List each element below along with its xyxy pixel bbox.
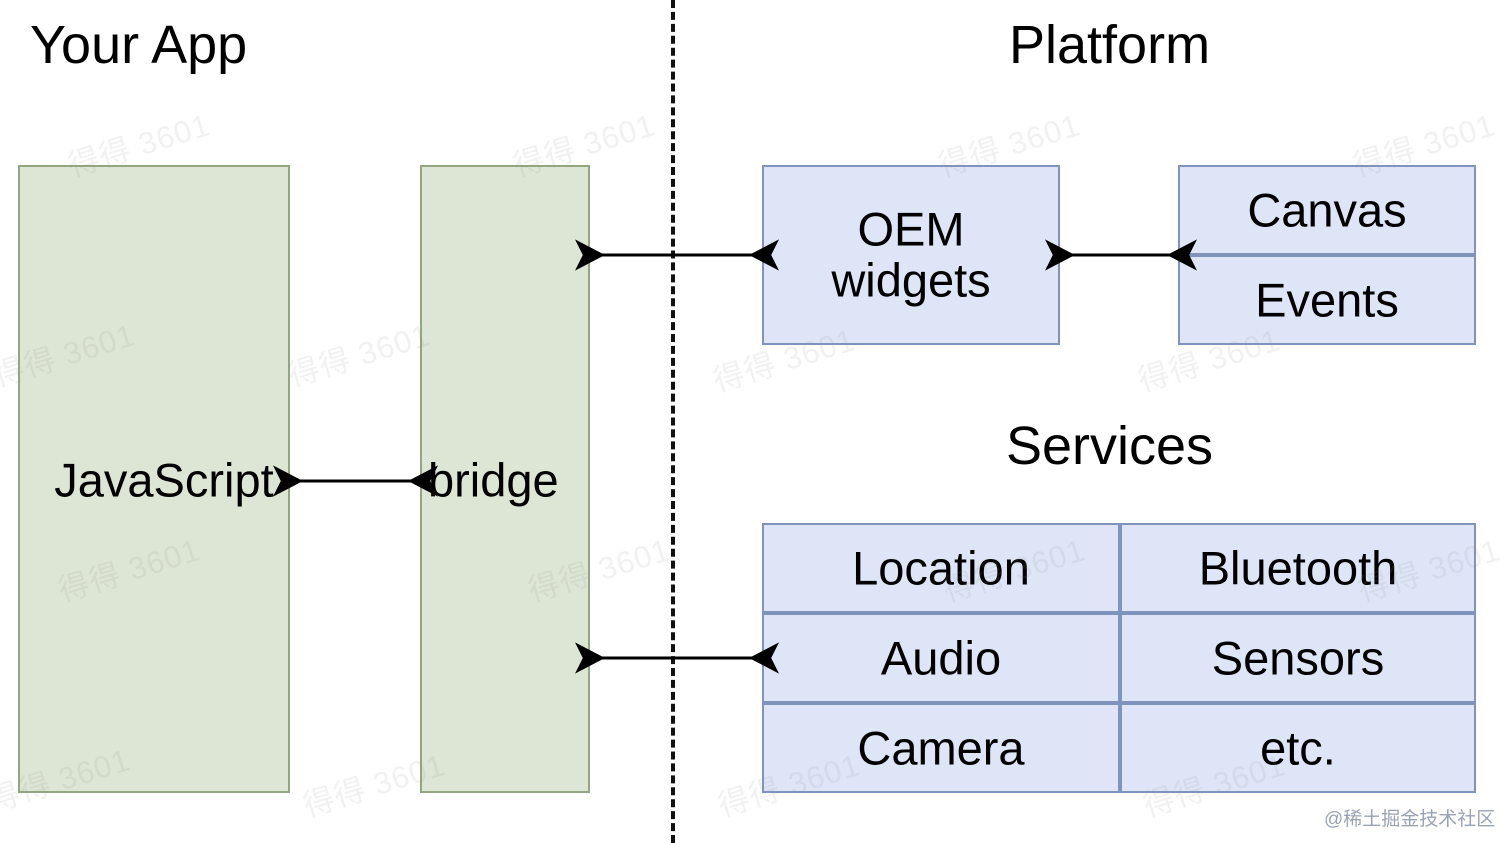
service-cell-label: Camera (857, 721, 1025, 775)
section-title-platform: Platform (1009, 15, 1211, 75)
javascript-box-label: JavaScript (54, 453, 274, 507)
connector-bridge-services-arrow (575, 642, 779, 674)
service-cell-camera[interactable]: Camera (762, 703, 1120, 793)
watermark-tile: 得得 3601 (283, 317, 435, 394)
service-cell-audio[interactable]: Audio (762, 613, 1120, 703)
service-cell-label: Bluetooth (1198, 541, 1398, 595)
platform-boundary-divider (671, 0, 675, 843)
service-cell-label: Sensors (1211, 631, 1385, 685)
connector-javascript-bridge-arrow (273, 465, 438, 497)
service-cell-sensors[interactable]: Sensors (1120, 613, 1476, 703)
credit-watermark: @稀土掘金技术社区 (1324, 809, 1496, 830)
service-cell-label: Audio (880, 631, 1002, 685)
service-cell-bluetooth[interactable]: Bluetooth (1120, 523, 1476, 613)
service-cell-label: Location (852, 541, 1030, 595)
service-cell-etc[interactable]: etc. (1120, 703, 1476, 793)
events-cell[interactable]: Events (1178, 255, 1476, 345)
bridge-box-label: bridge (428, 453, 559, 507)
connector-oem-canvas-arrow (1045, 239, 1197, 271)
bridge-box[interactable] (420, 165, 590, 793)
connector-bridge-oem-arrow (575, 239, 779, 271)
javascript-box[interactable] (18, 165, 290, 793)
section-title-services: Services (1006, 416, 1214, 476)
service-cell-label: etc. (1260, 721, 1336, 775)
canvas-cell[interactable]: Canvas (1178, 165, 1476, 255)
service-cell-location[interactable]: Location (762, 523, 1120, 613)
section-title-your-app: Your App (30, 15, 248, 75)
events-cell-label: Events (1255, 273, 1399, 327)
oem-widgets-box[interactable]: OEM widgets (762, 165, 1060, 345)
oem-widgets-label: OEM widgets (831, 202, 991, 306)
canvas-cell-label: Canvas (1247, 183, 1407, 237)
